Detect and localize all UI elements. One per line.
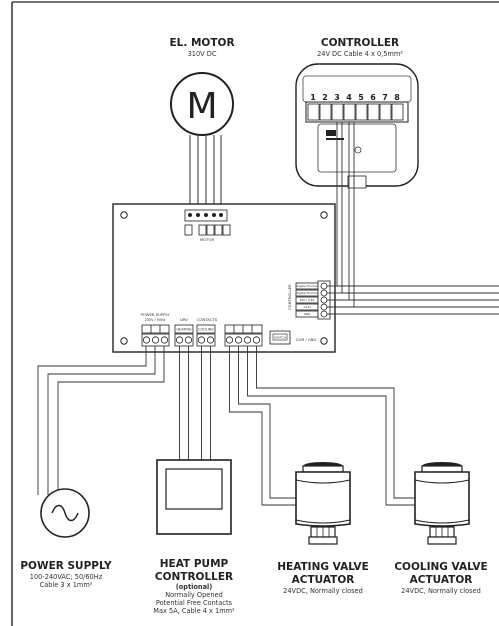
board-power-terminal: [141, 324, 170, 347]
side-terminal-leads: [327, 285, 499, 315]
board-contacts-label: CONTACTS: [197, 317, 218, 322]
motor-board-label: MOTOR: [200, 237, 215, 242]
controller-terminal-block: [307, 103, 404, 121]
svg-text:1: 1: [310, 93, 316, 102]
cooling-valve-spec: 24VDC, Normally closed: [401, 587, 481, 595]
board-switch-label: SWITCH: [274, 336, 286, 340]
svg-text:5: 5: [358, 93, 364, 102]
power-supply-line-2: Cable 3 x 1mm²: [39, 581, 93, 589]
heating-valve-title-2: ACTUATOR: [291, 574, 355, 586]
motor-spec: 310V DC: [187, 50, 217, 58]
controller-spec: 24V DC Cable 4 x 0,5mm²: [317, 50, 403, 58]
board-power-supply-label: POWER SUPPLY: [141, 312, 171, 317]
heat-pump-line-3: Max 5A, Cable 4 x 1mm²: [153, 607, 235, 615]
svg-text:8: 8: [394, 93, 400, 102]
cooling-valve-title-1: COOLING VALVE: [394, 561, 488, 573]
svg-text:24V / 0.5A: 24V / 0.5A: [300, 298, 315, 302]
heat-pump-line-2: Potential Free Contacts: [155, 599, 233, 607]
svg-text:+24V: +24V: [303, 305, 311, 309]
heat-pump-line-1: Normally Opened: [165, 591, 223, 599]
board-side-terminal-labels: Digital Thermo Digital Thermo 24V / 0.5A…: [297, 284, 318, 316]
heat-pump-box: [156, 459, 232, 535]
board-com-gnd-label: COM / GND: [296, 338, 316, 342]
controller-title: CONTROLLER: [320, 37, 400, 49]
cooling-valve-actuator: [414, 462, 470, 545]
svg-text:2: 2: [322, 93, 328, 102]
svg-text:GND: GND: [304, 312, 310, 316]
svg-text:4: 4: [346, 93, 352, 102]
board-switch: [269, 330, 291, 345]
heating-valve-title-1: HEATING VALVE: [277, 561, 369, 573]
board-cooling-contact-label: COOLING: [198, 328, 214, 332]
valve-wires: [229, 346, 418, 506]
board-valve-terminal: [224, 324, 263, 347]
motor-title: EL. MOTOR: [169, 37, 235, 49]
heat-pump-title-1: HEAT PUMP: [159, 558, 229, 570]
heat-pump-optional: (optional): [175, 583, 213, 591]
heat-pump-wires: [179, 346, 211, 462]
board-heating-contact-label: HEATING: [177, 328, 192, 332]
ac-source-symbol: [40, 488, 90, 538]
board-power-supply-sub: 230V / 50Hz: [145, 318, 166, 322]
power-supply-wires: [37, 346, 165, 495]
board-side-terminal: [295, 280, 331, 320]
motor-connector: [184, 209, 231, 236]
heating-valve-actuator: [295, 462, 351, 545]
svg-text:7: 7: [382, 93, 388, 102]
board-contacts-terminal: [174, 324, 216, 347]
board-drv-label: DRV: [180, 317, 188, 322]
svg-text:Digital Thermo: Digital Thermo: [297, 291, 318, 295]
controller-terminal-numbers: 1 2 3 4 5 6 7 8: [310, 93, 400, 102]
board-controller-side-label: CONTROLLER: [287, 284, 292, 310]
motor-letter: M: [186, 86, 217, 127]
heating-valve-spec: 24VDC, Normally closed: [283, 587, 363, 595]
controller-device: 1 2 3 4 5 6 7 8: [295, 63, 419, 189]
svg-text:6: 6: [370, 93, 376, 102]
power-supply-line-1: 100-240VAC; 50/60Hz: [29, 573, 103, 581]
svg-text:Digital Thermo: Digital Thermo: [297, 284, 318, 288]
cooling-valve-title-2: ACTUATOR: [409, 574, 473, 586]
power-supply-title: POWER SUPPLY: [20, 560, 112, 572]
motor-wires: [189, 135, 222, 212]
heat-pump-title-2: CONTROLLER: [154, 571, 234, 583]
motor-symbol: M: [170, 72, 234, 136]
svg-text:3: 3: [334, 93, 340, 102]
